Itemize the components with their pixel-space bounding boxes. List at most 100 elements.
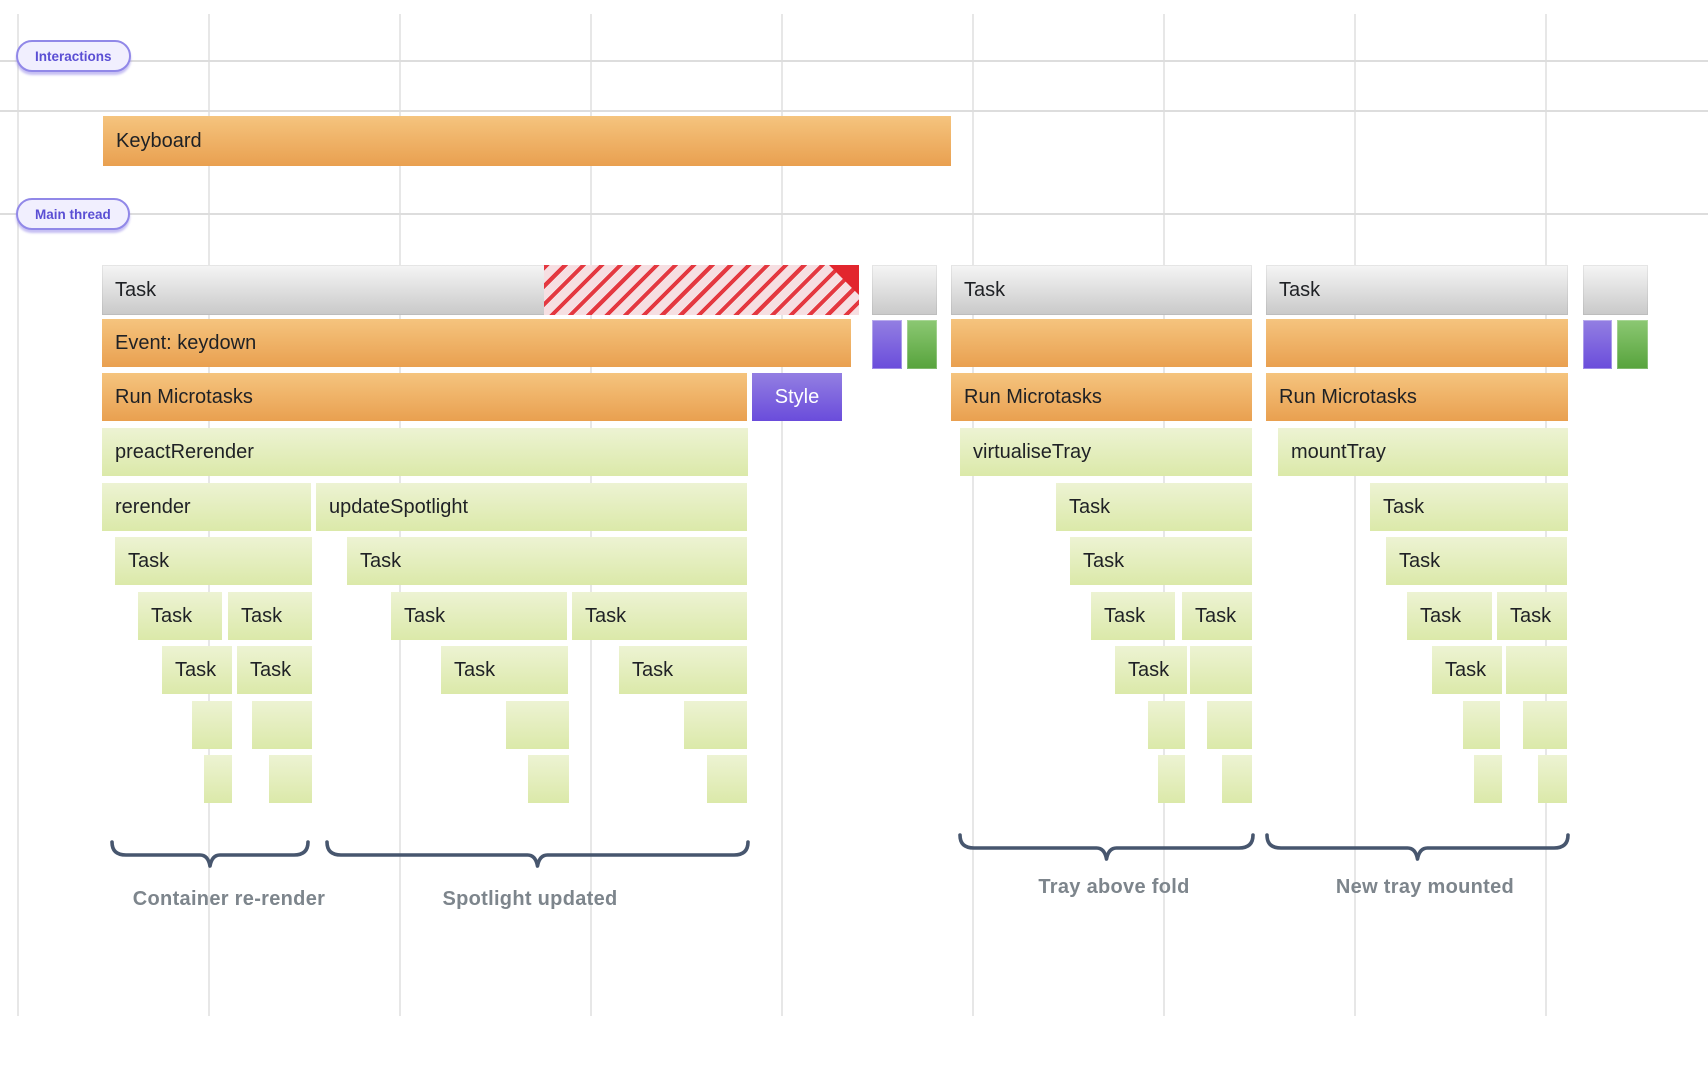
bar-task[interactable]: Task [441, 646, 568, 694]
bar-event-unlabeled[interactable] [1266, 319, 1568, 367]
style-chip[interactable] [1583, 320, 1612, 369]
bar-label: Task [1128, 658, 1170, 681]
bar-task-small[interactable] [872, 265, 937, 315]
bar-label: Event: keydown [115, 331, 257, 354]
bar-anonymous[interactable] [1523, 701, 1567, 749]
bar-updatespotlight[interactable]: updateSpotlight [316, 483, 747, 531]
annotation-label-spotlight-updated: Spotlight updated [442, 888, 618, 910]
bar-task[interactable]: Task [619, 646, 747, 694]
bar-anonymous[interactable] [269, 755, 312, 803]
bar-run-microtasks[interactable]: Run Microtasks [102, 373, 747, 421]
track-label-interactions-text: Interactions [35, 48, 112, 64]
bar-virtualisetray[interactable]: virtualiseTray [960, 428, 1252, 476]
bar-task[interactable]: Task [1370, 483, 1568, 531]
bar-label: Task [1445, 658, 1487, 681]
bar-task[interactable]: Task [347, 537, 747, 585]
bar-anonymous[interactable] [528, 755, 569, 803]
bar-label: mountTray [1291, 440, 1386, 463]
brace-tray-above-fold [958, 833, 1255, 861]
gridline-horizontal [0, 213, 1708, 215]
paint-chip[interactable] [907, 320, 937, 369]
bar-anonymous[interactable] [1506, 646, 1567, 694]
bar-label: Style [774, 385, 820, 408]
bar-task-small[interactable] [1583, 265, 1648, 315]
bar-rerender[interactable]: rerender [102, 483, 311, 531]
bar-run-microtasks[interactable]: Run Microtasks [951, 373, 1252, 421]
bar-anonymous[interactable] [1538, 755, 1567, 803]
gridline-vertical [17, 14, 19, 1016]
gridline-vertical [781, 14, 783, 1016]
bar-label: Task [1420, 604, 1462, 627]
bar-task[interactable]: Task [572, 592, 747, 640]
bar-label: Task [454, 658, 496, 681]
bar-label: Task [585, 604, 627, 627]
bar-label: Task [1383, 495, 1425, 518]
bar-anonymous[interactable] [1463, 701, 1500, 749]
bar-anonymous[interactable] [1474, 755, 1502, 803]
bar-task[interactable]: Task [237, 646, 312, 694]
bar-style[interactable]: Style [752, 373, 842, 421]
bar-task[interactable]: Task [1432, 646, 1502, 694]
long-task-hatch-overlay [544, 265, 859, 315]
gridline-vertical [1354, 14, 1356, 1016]
bar-label: virtualiseTray [973, 440, 1092, 463]
bar-label: Task [250, 658, 292, 681]
bar-anonymous[interactable] [1158, 755, 1185, 803]
bar-mounttray[interactable]: mountTray [1278, 428, 1568, 476]
bar-task[interactable]: Task [228, 592, 312, 640]
bar-label: Keyboard [116, 129, 202, 152]
bar-anonymous[interactable] [1207, 701, 1252, 749]
bar-task[interactable]: Task [138, 592, 222, 640]
track-label-main-thread[interactable]: Main thread [16, 198, 130, 230]
bar-anonymous[interactable] [707, 755, 747, 803]
bar-label: updateSpotlight [329, 495, 469, 518]
brace-new-tray-mounted [1265, 833, 1570, 861]
style-chip[interactable] [872, 320, 902, 369]
track-label-interactions[interactable]: Interactions [16, 40, 131, 72]
bar-event-unlabeled[interactable] [951, 319, 1252, 367]
bar-label: Task [1104, 604, 1146, 627]
bar-task[interactable]: Task [391, 592, 567, 640]
bar-task[interactable]: Task [1056, 483, 1252, 531]
bar-task[interactable]: Task [1091, 592, 1175, 640]
bar-task[interactable]: Task [1182, 592, 1252, 640]
bar-preactrerender[interactable]: preactRerender [102, 428, 748, 476]
paint-chip[interactable] [1617, 320, 1648, 369]
bar-anonymous[interactable] [1148, 701, 1185, 749]
annotation-label-tray-above-fold: Tray above fold [1038, 876, 1190, 898]
interaction-keyboard-bar[interactable]: Keyboard [103, 116, 951, 166]
bar-anonymous[interactable] [506, 701, 569, 749]
bar-label: Task [1083, 549, 1125, 572]
annotation-label-new-tray-mounted: New tray mounted [1335, 876, 1515, 898]
bar-task[interactable]: Task [162, 646, 232, 694]
bar-label: rerender [115, 495, 191, 518]
annotation-label-container-re-render: Container re-render [132, 888, 326, 910]
bar-event-keydown[interactable]: Event: keydown [102, 319, 851, 367]
bar-label: Task [1510, 604, 1552, 627]
bar-task[interactable]: Task [1497, 592, 1567, 640]
bar-run-microtasks[interactable]: Run Microtasks [1266, 373, 1568, 421]
bar-task-long[interactable]: Task [102, 265, 859, 315]
bar-task[interactable]: Task [1070, 537, 1252, 585]
bar-task[interactable]: Task [951, 265, 1252, 315]
bar-anonymous[interactable] [1222, 755, 1252, 803]
gridline-vertical [972, 14, 974, 1016]
bar-label: Task [128, 549, 170, 572]
brace-container-re-render [110, 840, 310, 868]
bar-label: Run Microtasks [1279, 385, 1417, 408]
bar-task[interactable]: Task [115, 537, 312, 585]
bar-task[interactable]: Task [1386, 537, 1567, 585]
long-task-corner-triangle-icon [829, 265, 859, 295]
bar-anonymous[interactable] [1190, 646, 1252, 694]
gridline-horizontal [0, 110, 1708, 112]
bar-anonymous[interactable] [192, 701, 232, 749]
bar-label: Task [1195, 604, 1237, 627]
bar-anonymous[interactable] [204, 755, 232, 803]
bar-task[interactable]: Task [1266, 265, 1568, 315]
bar-anonymous[interactable] [252, 701, 312, 749]
bar-anonymous[interactable] [684, 701, 747, 749]
bar-task[interactable]: Task [1115, 646, 1187, 694]
bar-task[interactable]: Task [1407, 592, 1492, 640]
bar-label: Run Microtasks [115, 385, 253, 408]
